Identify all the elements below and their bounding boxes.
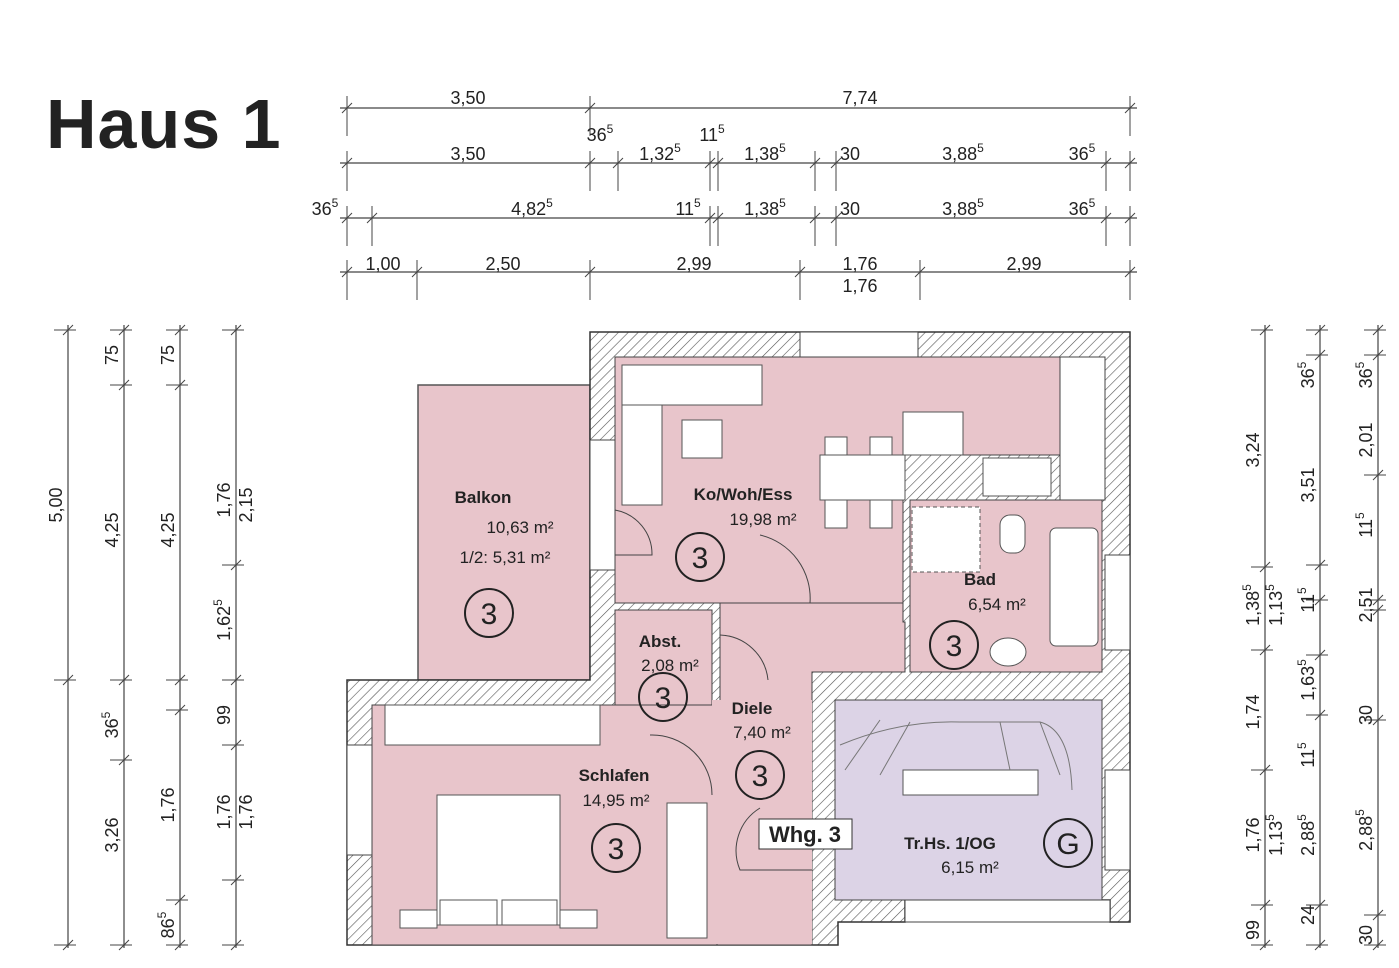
- room-abst: [614, 609, 713, 723]
- room-name-schlafen: Schlafen: [579, 766, 650, 785]
- kitchen-white-zone: [1059, 356, 1106, 501]
- dimension-label: 3,24: [1243, 432, 1263, 467]
- room-area-abst: 2,08 m²: [641, 656, 699, 675]
- dimension-label: 365: [312, 196, 339, 219]
- unit-marker-schlafen: 3: [608, 833, 625, 866]
- dimension-label: 1,135: [1263, 584, 1286, 626]
- dimension-label: 115: [675, 196, 701, 219]
- room-name-balkon: Balkon: [455, 488, 512, 507]
- unit-marker-treppenhaus: G: [1056, 828, 1079, 861]
- dimension-label: 99: [1243, 920, 1263, 940]
- windows: [346, 331, 1131, 923]
- room-name-treppenhaus: Tr.Hs. 1/OG: [904, 834, 996, 853]
- room-half-area-balkon: 1/2: 5,31 m²: [460, 548, 551, 567]
- dimension-label: 2,51: [1356, 587, 1376, 622]
- dimension-label: 365: [1353, 361, 1376, 388]
- dimension-label: 365: [1069, 141, 1096, 164]
- unit-marker-abst: 3: [655, 682, 672, 715]
- dimension-label: 1,00: [365, 254, 400, 274]
- dimension-label: 865: [155, 911, 178, 938]
- unit-marker-balkon: 3: [481, 598, 498, 631]
- dimension-label: 3,26: [102, 817, 122, 852]
- dimension-label: 30: [1356, 705, 1376, 725]
- dimension-label: 1,135: [1263, 814, 1286, 856]
- dimension-label: 30: [840, 199, 860, 219]
- dimension-label: 4,25: [102, 512, 122, 547]
- dimension-label: 2,99: [676, 254, 711, 274]
- unit-marker-kowohess: 3: [692, 542, 709, 575]
- dimension-label: 99: [214, 705, 234, 725]
- unit-marker-bad: 3: [946, 630, 963, 663]
- dimension-label: 1,74: [1243, 694, 1263, 729]
- apartment-label: Whg. 3: [769, 822, 841, 847]
- dimension-label: 1,76: [214, 482, 234, 517]
- dimension-label: 1,76: [842, 254, 877, 274]
- dimension-label: 3,50: [450, 144, 485, 164]
- dimension-label: 24: [1298, 905, 1318, 925]
- dimension-label: 1,635: [1295, 659, 1318, 701]
- dimension-label: 30: [840, 144, 860, 164]
- dimension-label: 115: [699, 122, 725, 145]
- dimension-label: 2,885: [1295, 814, 1318, 856]
- room-name-bad: Bad: [964, 570, 996, 589]
- dimension-label: 115: [1353, 512, 1376, 538]
- furniture: [384, 364, 1099, 939]
- room-area-diele: 7,40 m²: [733, 723, 791, 742]
- dimension-label: 3,50: [450, 88, 485, 108]
- dimension-label: 115: [1295, 742, 1318, 768]
- room-name-diele: Diele: [732, 699, 773, 718]
- dimension-label: 2,885: [1353, 809, 1376, 851]
- room-area-bad: 6,54 m²: [968, 595, 1026, 614]
- room-area-schlafen: 14,95 m²: [582, 791, 649, 810]
- dimension-label: 3,885: [942, 141, 984, 164]
- dimension-label: 2,50: [485, 254, 520, 274]
- dimension-label: 30: [1356, 925, 1376, 945]
- dimension-label: 1,385: [744, 196, 786, 219]
- dimension-label: 3,51: [1298, 467, 1318, 502]
- dimension-label: 365: [1295, 361, 1318, 388]
- dimension-label: 7,74: [842, 88, 877, 108]
- room-area-kowohess: 19,98 m²: [729, 510, 796, 529]
- dimension-label: 115: [1295, 587, 1318, 613]
- dimension-label: 2,01: [1356, 422, 1376, 457]
- dimension-label: 1,325: [639, 141, 681, 164]
- room-area-treppenhaus: 6,15 m²: [941, 858, 999, 877]
- apartment-label-box: [758, 818, 853, 850]
- dimension-label: 1,385: [744, 141, 786, 164]
- unit-circles: [464, 532, 1093, 873]
- dimension-label: 1,76: [1243, 817, 1263, 852]
- dimension-label: 5,00: [46, 487, 66, 522]
- dimension-label: 365: [99, 711, 122, 738]
- stair-lines: [839, 719, 1073, 791]
- dimension-label: 4,25: [158, 512, 178, 547]
- dimension-label: 1,76: [842, 276, 877, 296]
- dimension-label: 2,99: [1006, 254, 1041, 274]
- dimension-label: 1,625: [211, 599, 234, 641]
- dimension-label: 75: [158, 345, 178, 365]
- dimension-label: 3,885: [942, 196, 984, 219]
- house-title: Haus 1: [46, 85, 282, 163]
- dimension-label: 2,15: [236, 487, 256, 522]
- dimension-label: 1,385: [1240, 584, 1263, 626]
- dimension-label: 4,825: [511, 196, 553, 219]
- dimension-label: 75: [102, 345, 122, 365]
- dimension-label: 1,76: [214, 794, 234, 829]
- room-area-balkon: 10,63 m²: [486, 518, 553, 537]
- dimension-label: 365: [587, 122, 614, 145]
- room-name-abst: Abst.: [639, 632, 682, 651]
- dimension-label: 365: [1069, 196, 1096, 219]
- dimension-label: 1,76: [236, 794, 256, 829]
- unit-marker-diele: 3: [752, 760, 769, 793]
- door-swings: [614, 509, 812, 871]
- room-name-kowohess: Ko/Woh/Ess: [694, 485, 793, 504]
- dimension-label: 1,76: [158, 787, 178, 822]
